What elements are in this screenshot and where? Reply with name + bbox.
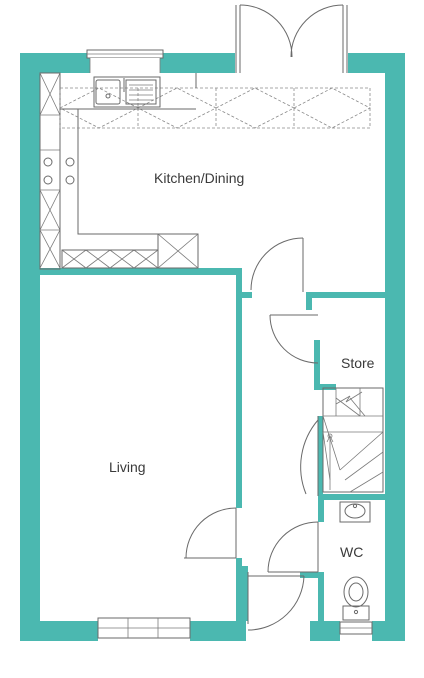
under-stair-door [300, 416, 319, 496]
front-door [246, 572, 310, 641]
french-doors [235, 4, 348, 73]
kitchen-units [39, 72, 371, 270]
room-label-kitchen-dining: Kitchen/Dining [154, 170, 245, 186]
wc-door [267, 521, 319, 573]
hall-door-kitchen [250, 237, 304, 292]
external-walls [20, 53, 405, 641]
wc-fixtures [339, 501, 371, 621]
internal-walls [40, 268, 385, 622]
room-label-store: Store [341, 355, 375, 371]
living-door [184, 507, 237, 559]
staircase [322, 387, 384, 493]
windows [86, 49, 373, 641]
room-label-living: Living [109, 459, 146, 475]
store-door [269, 314, 319, 364]
room-label-wc: WC [340, 544, 364, 560]
